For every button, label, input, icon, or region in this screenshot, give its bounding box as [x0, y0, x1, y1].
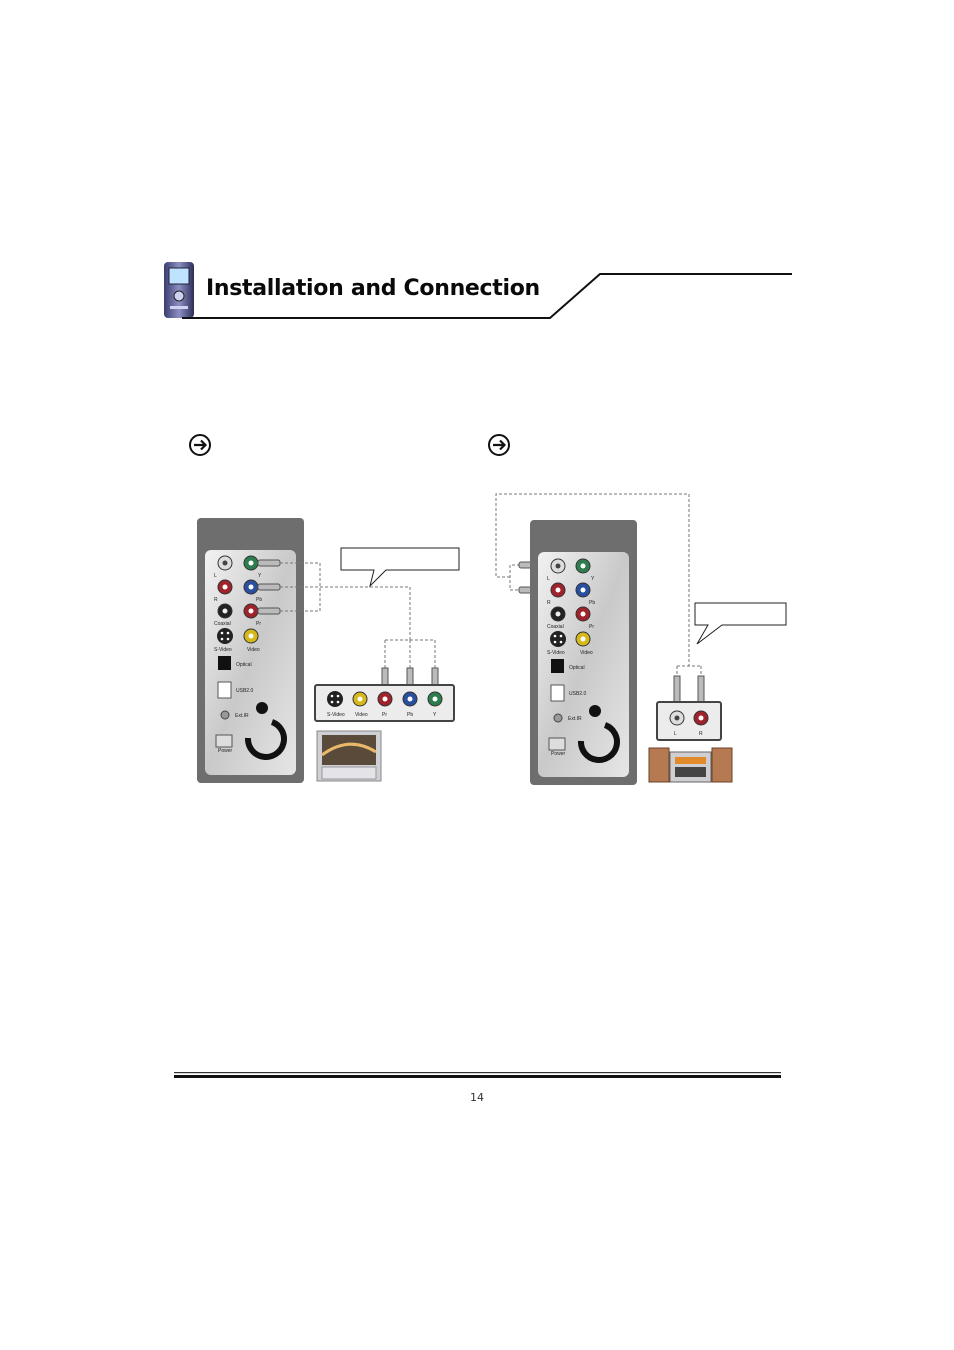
tv-label-pr: Pr [382, 712, 387, 718]
label-usb: USB2.0 [569, 691, 586, 697]
ext-ir-port [220, 710, 230, 720]
tv-label-y: Y [433, 712, 437, 718]
footer-rule [174, 1072, 781, 1078]
label-pr: Pr [589, 624, 594, 630]
label-y: Y [591, 576, 595, 582]
label-optical: Optical [236, 662, 252, 668]
label-usb: USB2.0 [236, 688, 253, 694]
label-optical: Optical [569, 665, 585, 671]
stereo-system-illustration [648, 747, 733, 783]
component-video-connection-diagram: L R Coaxial S-Video Y Pb Pr Video Optica… [197, 518, 460, 783]
label-svideo: S-Video [214, 647, 232, 653]
audio-connection-diagram: L R Coaxial S-Video Y Pb Pr Video Optica… [495, 493, 787, 785]
amp-label-l: L [674, 731, 677, 737]
pb-jack [243, 579, 259, 595]
callout-bubble [694, 602, 787, 645]
label-power: Power [551, 751, 566, 757]
coaxial-jack [217, 603, 233, 619]
arrow-right-icon [488, 434, 510, 456]
header-rule [182, 273, 792, 319]
label-ext-ir: Ext.IR [235, 713, 249, 719]
label-l: L [547, 576, 550, 582]
label-pb: Pb [589, 600, 595, 606]
media-player-icon [164, 262, 194, 318]
label-power: Power [218, 748, 233, 754]
tv-label-video: Video [355, 712, 368, 718]
label-video: Video [580, 650, 593, 656]
amplifier-input-panel [656, 701, 722, 741]
callout-bubble [340, 547, 460, 588]
label-coaxial: Coaxial [547, 624, 564, 630]
power-port [215, 734, 233, 748]
optical-port [218, 656, 231, 670]
page-number: 14 [470, 1091, 484, 1104]
label-pb: Pb [256, 597, 262, 603]
audio-l-jack [217, 555, 233, 571]
video-jack [243, 628, 259, 644]
label-y: Y [258, 573, 262, 579]
pr-jack [243, 603, 259, 619]
audio-r-jack [217, 579, 233, 595]
usb-port [217, 681, 232, 699]
tv-label-pb: Pb [407, 712, 413, 718]
y-jack [243, 555, 259, 571]
label-pr: Pr [256, 621, 261, 627]
tv-label-svideo: S-Video [327, 712, 345, 718]
label-svideo: S-Video [547, 650, 565, 656]
page-title: Installation and Connection [206, 276, 540, 301]
label-l: L [214, 573, 217, 579]
tv-illustration [316, 730, 382, 782]
svideo-jack [217, 628, 233, 644]
arrow-right-icon [189, 434, 211, 456]
label-ext-ir: Ext.IR [568, 716, 582, 722]
label-r: R [214, 597, 218, 603]
label-r: R [547, 600, 551, 606]
label-video: Video [247, 647, 260, 653]
label-coaxial: Coaxial [214, 621, 231, 627]
amp-label-r: R [699, 731, 703, 737]
